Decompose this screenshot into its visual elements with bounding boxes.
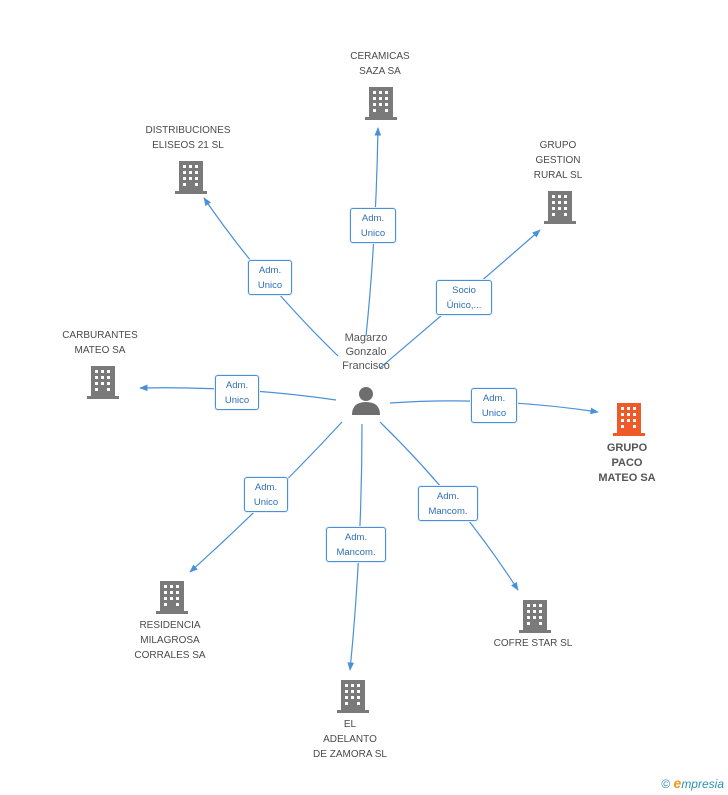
company-name-distribuciones[interactable]: DISTRIBUCIONES ELISEOS 21 SL xyxy=(145,125,231,151)
company-name-cofre[interactable]: COFRE STAR SL xyxy=(493,638,573,649)
building-icon-main[interactable] xyxy=(613,401,645,437)
role-badge-grupo-gestion[interactable]: Socio Único,... xyxy=(436,280,492,315)
footer-brand: © empresia xyxy=(661,775,724,791)
building-icon[interactable] xyxy=(87,364,119,400)
person-name[interactable]: Magarzo Gonzalo Francisco xyxy=(342,332,390,372)
copyright-symbol: © xyxy=(661,777,671,791)
company-name-ceramicas[interactable]: CERAMICAS SAZA SA xyxy=(350,51,410,77)
role-badge-adelanto[interactable]: Adm. Mancom. xyxy=(326,527,386,562)
company-name-grupo-gestion[interactable]: GRUPO GESTION RURAL SL xyxy=(533,140,583,181)
role-badge-ceramicas[interactable]: Adm. Unico xyxy=(350,208,396,243)
role-badge-distribuciones[interactable]: Adm. Unico xyxy=(248,260,292,295)
role-badge-grupo-paco[interactable]: Adm. Unico xyxy=(471,388,517,423)
company-name-carburantes[interactable]: CARBURANTES MATEO SA xyxy=(62,330,138,356)
building-icon[interactable] xyxy=(156,579,188,615)
company-name-residencia[interactable]: RESIDENCIA MILAGROSA CORRALES SA xyxy=(134,620,206,661)
company-name-grupo-paco[interactable]: GRUPO PACO MATEO SA xyxy=(598,442,656,484)
company-name-adelanto[interactable]: EL ADELANTO DE ZAMORA SL xyxy=(313,719,387,760)
building-icon[interactable] xyxy=(175,159,207,195)
person-icon[interactable] xyxy=(350,386,382,416)
role-badge-carburantes[interactable]: Adm. Unico xyxy=(215,375,259,410)
brand-logo: empresia xyxy=(673,775,724,791)
role-badge-residencia[interactable]: Adm. Unico xyxy=(244,477,288,512)
building-icon[interactable] xyxy=(337,678,369,714)
building-icon[interactable] xyxy=(519,598,551,634)
role-badge-cofre[interactable]: Adm. Mancom. xyxy=(418,486,478,521)
building-icon[interactable] xyxy=(544,189,576,225)
building-icon[interactable] xyxy=(365,85,397,121)
